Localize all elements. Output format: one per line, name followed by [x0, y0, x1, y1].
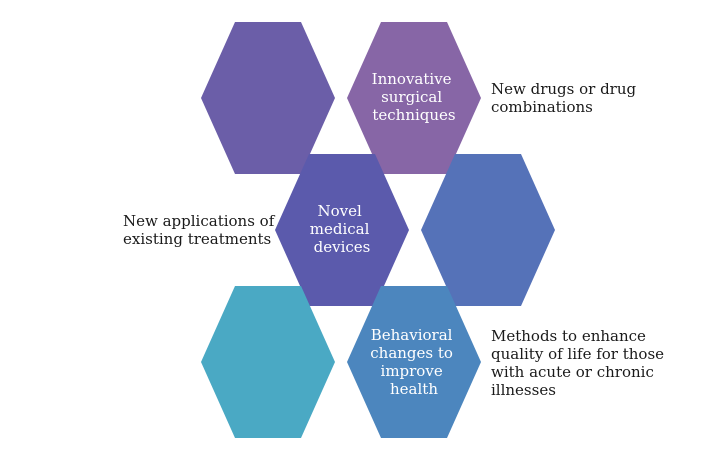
hexagon-shape: [201, 286, 335, 438]
hex-bottom-right: Behavioral changes to improve health: [347, 286, 481, 438]
label-line: Methods to enhance: [491, 327, 646, 345]
svg-text:Behavioral changes to: Behavioral changes to improve health: [370, 326, 457, 398]
hex-top-left: [201, 22, 335, 174]
label-new-drugs: New drugs or drug combinations: [491, 80, 636, 116]
hex-label-line: surgical: [381, 88, 442, 106]
hex-label-line: techniques: [372, 106, 455, 124]
hex-label-line: improve: [381, 362, 443, 380]
hex-label-line: Novel: [317, 202, 362, 220]
svg-text:Innovative surgical: Innovative surgical techniques: [372, 70, 457, 124]
label-line: New drugs or drug: [491, 80, 637, 98]
label-line: with acute or chronic: [491, 363, 654, 381]
label-line: illnesses: [491, 381, 556, 399]
label-line: combinations: [491, 98, 593, 116]
label-quality-of-life: Methods to enhance quality of life for t…: [491, 327, 664, 399]
hex-label-line: devices: [314, 238, 371, 256]
hexagon-shape: [421, 154, 555, 306]
hexagon-shape: [347, 286, 481, 438]
hex-top-right: Innovative surgical techniques: [347, 22, 481, 174]
hexagon-shape: [347, 22, 481, 174]
hexagon-shape: [201, 22, 335, 174]
hex-middle-left: Novel medical devices: [275, 154, 409, 306]
label-line: existing treatments: [123, 230, 272, 248]
hex-label-line: health: [390, 380, 438, 398]
hex-label-line: changes to: [370, 344, 453, 362]
hex-bottom-left: [201, 286, 335, 438]
hex-label-line: medical: [310, 220, 370, 238]
label-new-applications: New applications of existing treatments: [123, 212, 274, 248]
hex-middle-right: [421, 154, 555, 306]
label-line: New applications of: [123, 212, 275, 230]
hex-label-line: Innovative: [372, 70, 452, 88]
hex-label-line: Behavioral: [371, 326, 453, 344]
svg-text:Novel medical devi: Novel medical devices: [310, 202, 374, 256]
hexagon-shape: [275, 154, 409, 306]
label-line: quality of life for those: [491, 345, 665, 363]
